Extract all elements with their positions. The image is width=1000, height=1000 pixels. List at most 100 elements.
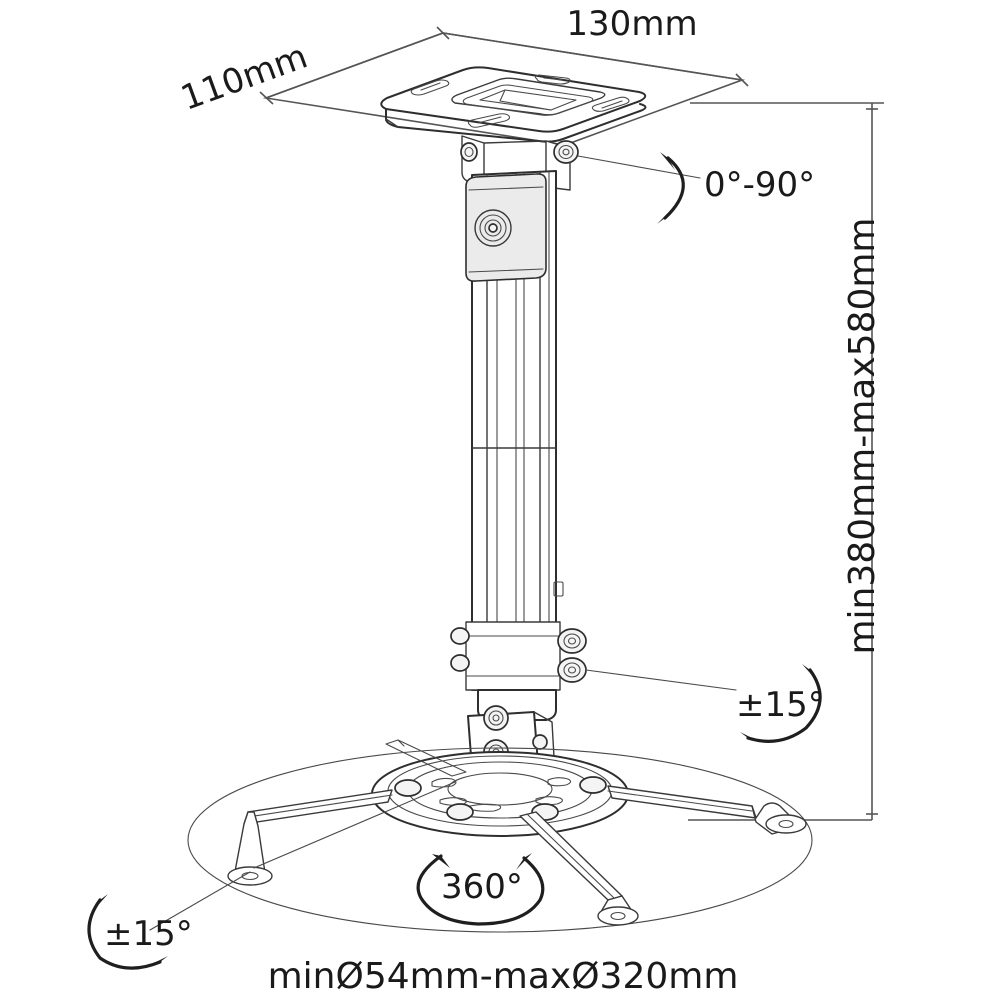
tilt-knob-left-upper [450, 627, 470, 645]
depth-dimension-label: 110mm [176, 36, 313, 118]
leader-tilt-lower [149, 871, 251, 931]
tilt-upper-arrowhead-top [802, 664, 818, 682]
pivot-bolt-inner [562, 148, 570, 156]
mounting-slot [534, 74, 571, 85]
plate-mounting-slots [410, 74, 630, 128]
mounting-slot [467, 113, 511, 128]
pivot-bolt-left [460, 142, 478, 162]
mounting-slot-line [601, 100, 623, 109]
tilt-knob-outer [450, 654, 470, 672]
spider-bracket-assembly [227, 739, 807, 926]
tilt-knob-mid [563, 633, 581, 649]
bracket-hub-studs [394, 776, 607, 821]
tilt-upper-angle-label: ±15° [736, 685, 825, 725]
arm-rail [607, 785, 757, 819]
tilt-lower-angle-label: ±15° [104, 914, 193, 954]
mounting-slot-line [477, 116, 502, 124]
tilt-knob-lower [557, 657, 587, 683]
arm-foot [765, 814, 807, 834]
hub-slot [547, 777, 572, 787]
tilt-knob-outer [557, 657, 587, 683]
tilt-knob-inner [567, 637, 577, 645]
swivel-top-edge [483, 140, 547, 144]
rotation-arrowhead-left [432, 854, 450, 868]
ceiling-plate-assembly [380, 66, 647, 143]
bolt-outer [483, 705, 509, 731]
column-lower-clamp [465, 621, 561, 691]
swivel-arrowhead-bottom [657, 208, 673, 224]
ceiling-plate-top [380, 66, 647, 133]
tilt-side-pin [532, 734, 548, 750]
depth-dimension-line [265, 32, 444, 99]
bracket-arm-right [607, 785, 807, 835]
telescoping-column [465, 170, 564, 691]
tilt-lower-arrowhead-top [92, 894, 108, 912]
collar-adjustment-knob [474, 209, 512, 247]
bracket-hub-slots [431, 777, 572, 812]
mounting-slot-line [543, 77, 564, 81]
dimension-tick [436, 26, 450, 40]
pivot-bolt-upper [553, 140, 579, 164]
rotation-arrowhead-right [516, 853, 532, 870]
rotation-angle-indicator [416, 853, 545, 926]
arm-groove [247, 794, 393, 818]
arm-groove [526, 813, 615, 899]
bracket-arm-back [385, 739, 467, 777]
hub-stud [446, 803, 474, 821]
dimension-tick [735, 73, 749, 87]
rotation-arc [416, 854, 545, 926]
leader-bracket-span [253, 781, 456, 869]
width-dimension-line [442, 32, 743, 81]
knob-ring-inner [484, 219, 502, 237]
plate-center-slot [479, 89, 577, 111]
plate-center-recess-inner [462, 84, 594, 116]
tilt-knob-mid [563, 662, 581, 678]
bracket-arm-front [519, 811, 639, 926]
bolt-mid [488, 710, 504, 726]
max-diameter-envelope [187, 747, 813, 933]
collar-top-line [468, 186, 544, 191]
arm-groove [607, 790, 753, 812]
hub-stud [394, 779, 422, 797]
mounting-slot [410, 79, 450, 96]
hub-slot [439, 797, 467, 806]
rotation-angle-label: 360° [441, 867, 523, 907]
pivot-bolt-inner [464, 146, 474, 158]
pivot-bolt-mid [558, 144, 574, 160]
swivel-angle-arc [663, 156, 685, 220]
hub-slot [469, 803, 502, 812]
collar-bottom-line [468, 268, 544, 273]
tilt-upper-arrowhead-bottom [740, 732, 760, 742]
tilt-upper-arc [746, 668, 822, 743]
span-dimension-label: minØ54mm-maxØ320mm [268, 956, 739, 997]
knob-ring-outer [474, 209, 512, 247]
height-dimension-label: min380mm-max580mm [842, 217, 883, 654]
tilt-knob-inner [567, 666, 577, 674]
width-dimension-label: 130mm [566, 4, 697, 44]
pivot-bolt-outer [553, 140, 579, 164]
bracket-arm-left [227, 789, 393, 886]
column-label-plate [553, 581, 564, 597]
tilt-lower-angle-indicator [87, 894, 168, 970]
tilt-knob-outer [557, 628, 587, 654]
plate-center-fold [499, 89, 552, 111]
tilt-pivot-bolt-upper [483, 705, 509, 731]
swivel-angle-indicator [657, 152, 685, 224]
swivel-arrowhead-top [660, 152, 675, 170]
tilt-knob-upper [557, 628, 587, 654]
mounting-slot-line [420, 82, 441, 91]
bolt-inner [492, 714, 500, 722]
knob-ring-mid [479, 214, 507, 242]
arm-groove [397, 739, 405, 747]
arm-foot-hole [778, 819, 794, 829]
knob-center [488, 223, 498, 233]
hub-stud [579, 776, 607, 794]
arm-foot-hole [610, 911, 626, 921]
swivel-angle-label: 0°-90° [704, 165, 815, 205]
tilt-lower-arrowhead-bottom [148, 956, 168, 966]
tilt-knob-left-lower [450, 654, 470, 672]
leader-tilt-upper [585, 669, 737, 691]
tilt-knob-outer [450, 627, 470, 645]
